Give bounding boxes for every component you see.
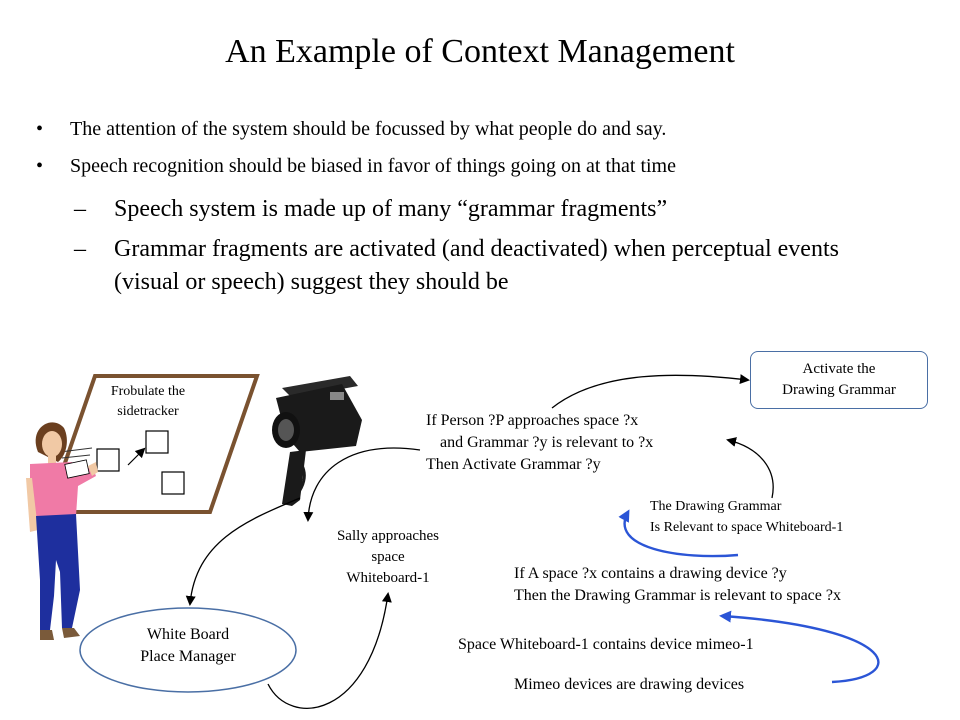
- activate-box-line: Drawing Grammar: [782, 382, 896, 398]
- arrow-facts-to-rule: [719, 610, 880, 684]
- fact-mimeo-drawing: Mimeo devices are drawing devices: [514, 676, 745, 693]
- video-camera-icon: [272, 376, 362, 506]
- rule-line: If A space ?x contains a drawing device …: [514, 565, 787, 582]
- bullet-dot: •: [36, 155, 44, 177]
- rule-line: If Person ?P approaches space ?x: [426, 412, 639, 429]
- place-manager-line: White Board: [146, 626, 230, 643]
- fact-line: Is Relevant to space Whiteboard-1: [650, 520, 844, 535]
- rule-line: Then Activate Grammar ?y: [426, 456, 601, 473]
- sally-event: Sally approaches space Whiteboard-1: [318, 526, 458, 589]
- rule-line: and Grammar ?y is relevant to ?x: [440, 434, 654, 451]
- event-line: Sally approaches: [336, 528, 440, 544]
- bullet-text: The attention of the system should be fo…: [70, 118, 667, 140]
- activate-box-line: Activate the: [802, 361, 876, 377]
- whiteboard-text: Frobulate the sidetracker: [88, 382, 208, 422]
- fact-contains-device: Space Whiteboard-1 contains device mimeo…: [458, 636, 754, 653]
- whiteboard-text-line: Frobulate the: [110, 384, 186, 399]
- bullet-text: Speech recognition should be biased in f…: [70, 155, 676, 177]
- sub-bullet-text: Grammar fragments are activated (and dea…: [114, 236, 839, 295]
- arrow-rule-to-activate: [551, 374, 750, 409]
- place-manager-line: Place Manager: [140, 648, 236, 665]
- whiteboard-text-line: sidetracker: [117, 404, 179, 419]
- place-manager-oval: [79, 607, 297, 693]
- rule-activate-grammar: If Person ?P approaches space ?x and Gra…: [426, 410, 653, 476]
- arrow-fact-to-rule: [726, 437, 774, 499]
- person-presenter-icon: [26, 422, 98, 640]
- arrow-camera-to-rule: [303, 447, 421, 522]
- arrow-manager-to-event: [267, 592, 392, 709]
- event-line: Whiteboard-1: [346, 570, 430, 586]
- drawing-grammar-fact: The Drawing Grammar Is Relevant to space…: [650, 496, 843, 538]
- sub-bullet-text: Speech system is made up of many “gramma…: [114, 196, 668, 222]
- event-line: space: [371, 549, 405, 565]
- arrow-rule-to-relevance: [618, 509, 739, 558]
- place-manager-label: White Board Place Manager: [80, 624, 296, 668]
- slide-title: An Example of Context Management: [225, 33, 735, 70]
- activate-drawing-grammar-box: Activate the Drawing Grammar: [750, 351, 928, 409]
- dash-marker: –: [74, 196, 86, 222]
- fact-line: The Drawing Grammar: [650, 499, 782, 514]
- bullet-dot: •: [36, 118, 44, 140]
- dash-marker: –: [74, 236, 86, 262]
- arrow-camera-to-manager: [185, 497, 301, 606]
- rule-relevance: If A space ?x contains a drawing device …: [514, 563, 841, 607]
- rule-line: Then the Drawing Grammar is relevant to …: [514, 587, 841, 604]
